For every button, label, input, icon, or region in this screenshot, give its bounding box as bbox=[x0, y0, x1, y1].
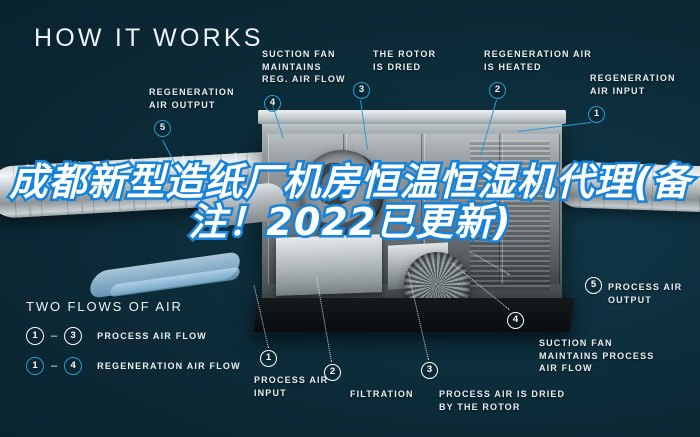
callout-label-process-air-input: PROCESS AIR INPUT bbox=[254, 375, 329, 398]
callout-marker-2-bottom[interactable]: 2 bbox=[324, 364, 341, 381]
callout-label-rotor-dried: THE ROTOR IS DRIED bbox=[373, 49, 437, 72]
legend-marker-to-4-blue: 4 bbox=[64, 357, 83, 375]
legend-dash-0: – bbox=[51, 330, 58, 342]
callout-label-filtration: FILTRATION bbox=[350, 389, 414, 399]
callout-marker-1-top[interactable]: 1 bbox=[588, 106, 605, 123]
legend-row-regeneration-air-flow: 1 – 4 REGENERATION AIR FLOW bbox=[26, 357, 241, 375]
cabinet-grille bbox=[470, 140, 550, 290]
callout-marker-3-bottom[interactable]: 3 bbox=[421, 362, 438, 379]
callout-marker-4-bottom[interactable]: 4 bbox=[507, 312, 524, 329]
cabinet-top-rail bbox=[258, 110, 566, 124]
legend-label-regeneration-air-flow: REGENERATION AIR FLOW bbox=[97, 361, 241, 371]
page-title: HOW IT WORKS bbox=[34, 24, 264, 52]
callout-marker-5-bottom[interactable]: 5 bbox=[585, 277, 602, 294]
legend-marker-from-1-blue: 1 bbox=[26, 357, 44, 375]
callout-marker-3-top[interactable]: 3 bbox=[353, 82, 370, 99]
callout-marker-5-left[interactable]: 5 bbox=[154, 120, 171, 137]
callout-label-process-air-dried: PROCESS AIR IS DRIED BY THE ROTOR bbox=[439, 389, 566, 412]
callout-label-reg-air-heated: REGENERATION AIR IS HEATED bbox=[484, 49, 592, 72]
legend-dash-1: – bbox=[51, 360, 58, 372]
legend-title: TWO FLOWS OF AIR bbox=[26, 299, 183, 314]
callout-label-process-air-output: PROCESS AIR OUTPUT bbox=[608, 282, 683, 305]
callout-label-reg-air-output: REGENERATION AIR OUTPUT bbox=[149, 87, 235, 110]
callout-marker-2-top[interactable]: 2 bbox=[489, 82, 506, 99]
callout-marker-1-bottom[interactable]: 1 bbox=[260, 350, 277, 367]
callout-label-suction-fan-reg: SUCTION FAN MAINTAINS REG. AIR FLOW bbox=[262, 49, 346, 84]
legend-row-process-air-flow: 1 – 3 PROCESS AIR FLOW bbox=[26, 327, 207, 345]
legend-marker-to-3: 3 bbox=[64, 327, 83, 345]
watermark-overlay-text: 成都新型造纸厂机房恒温恒湿机代理(备注！2022已更新) bbox=[7, 160, 692, 245]
legend-label-process-air-flow: PROCESS AIR FLOW bbox=[97, 331, 207, 341]
callout-label-reg-air-input: REGENERATION AIR INPUT bbox=[590, 73, 676, 96]
callout-marker-4-top[interactable]: 4 bbox=[264, 95, 281, 112]
callout-label-suction-fan-process: SUCTION FAN MAINTAINS PROCESS AIR FLOW bbox=[539, 338, 655, 373]
legend-marker-from-1: 1 bbox=[26, 327, 44, 345]
